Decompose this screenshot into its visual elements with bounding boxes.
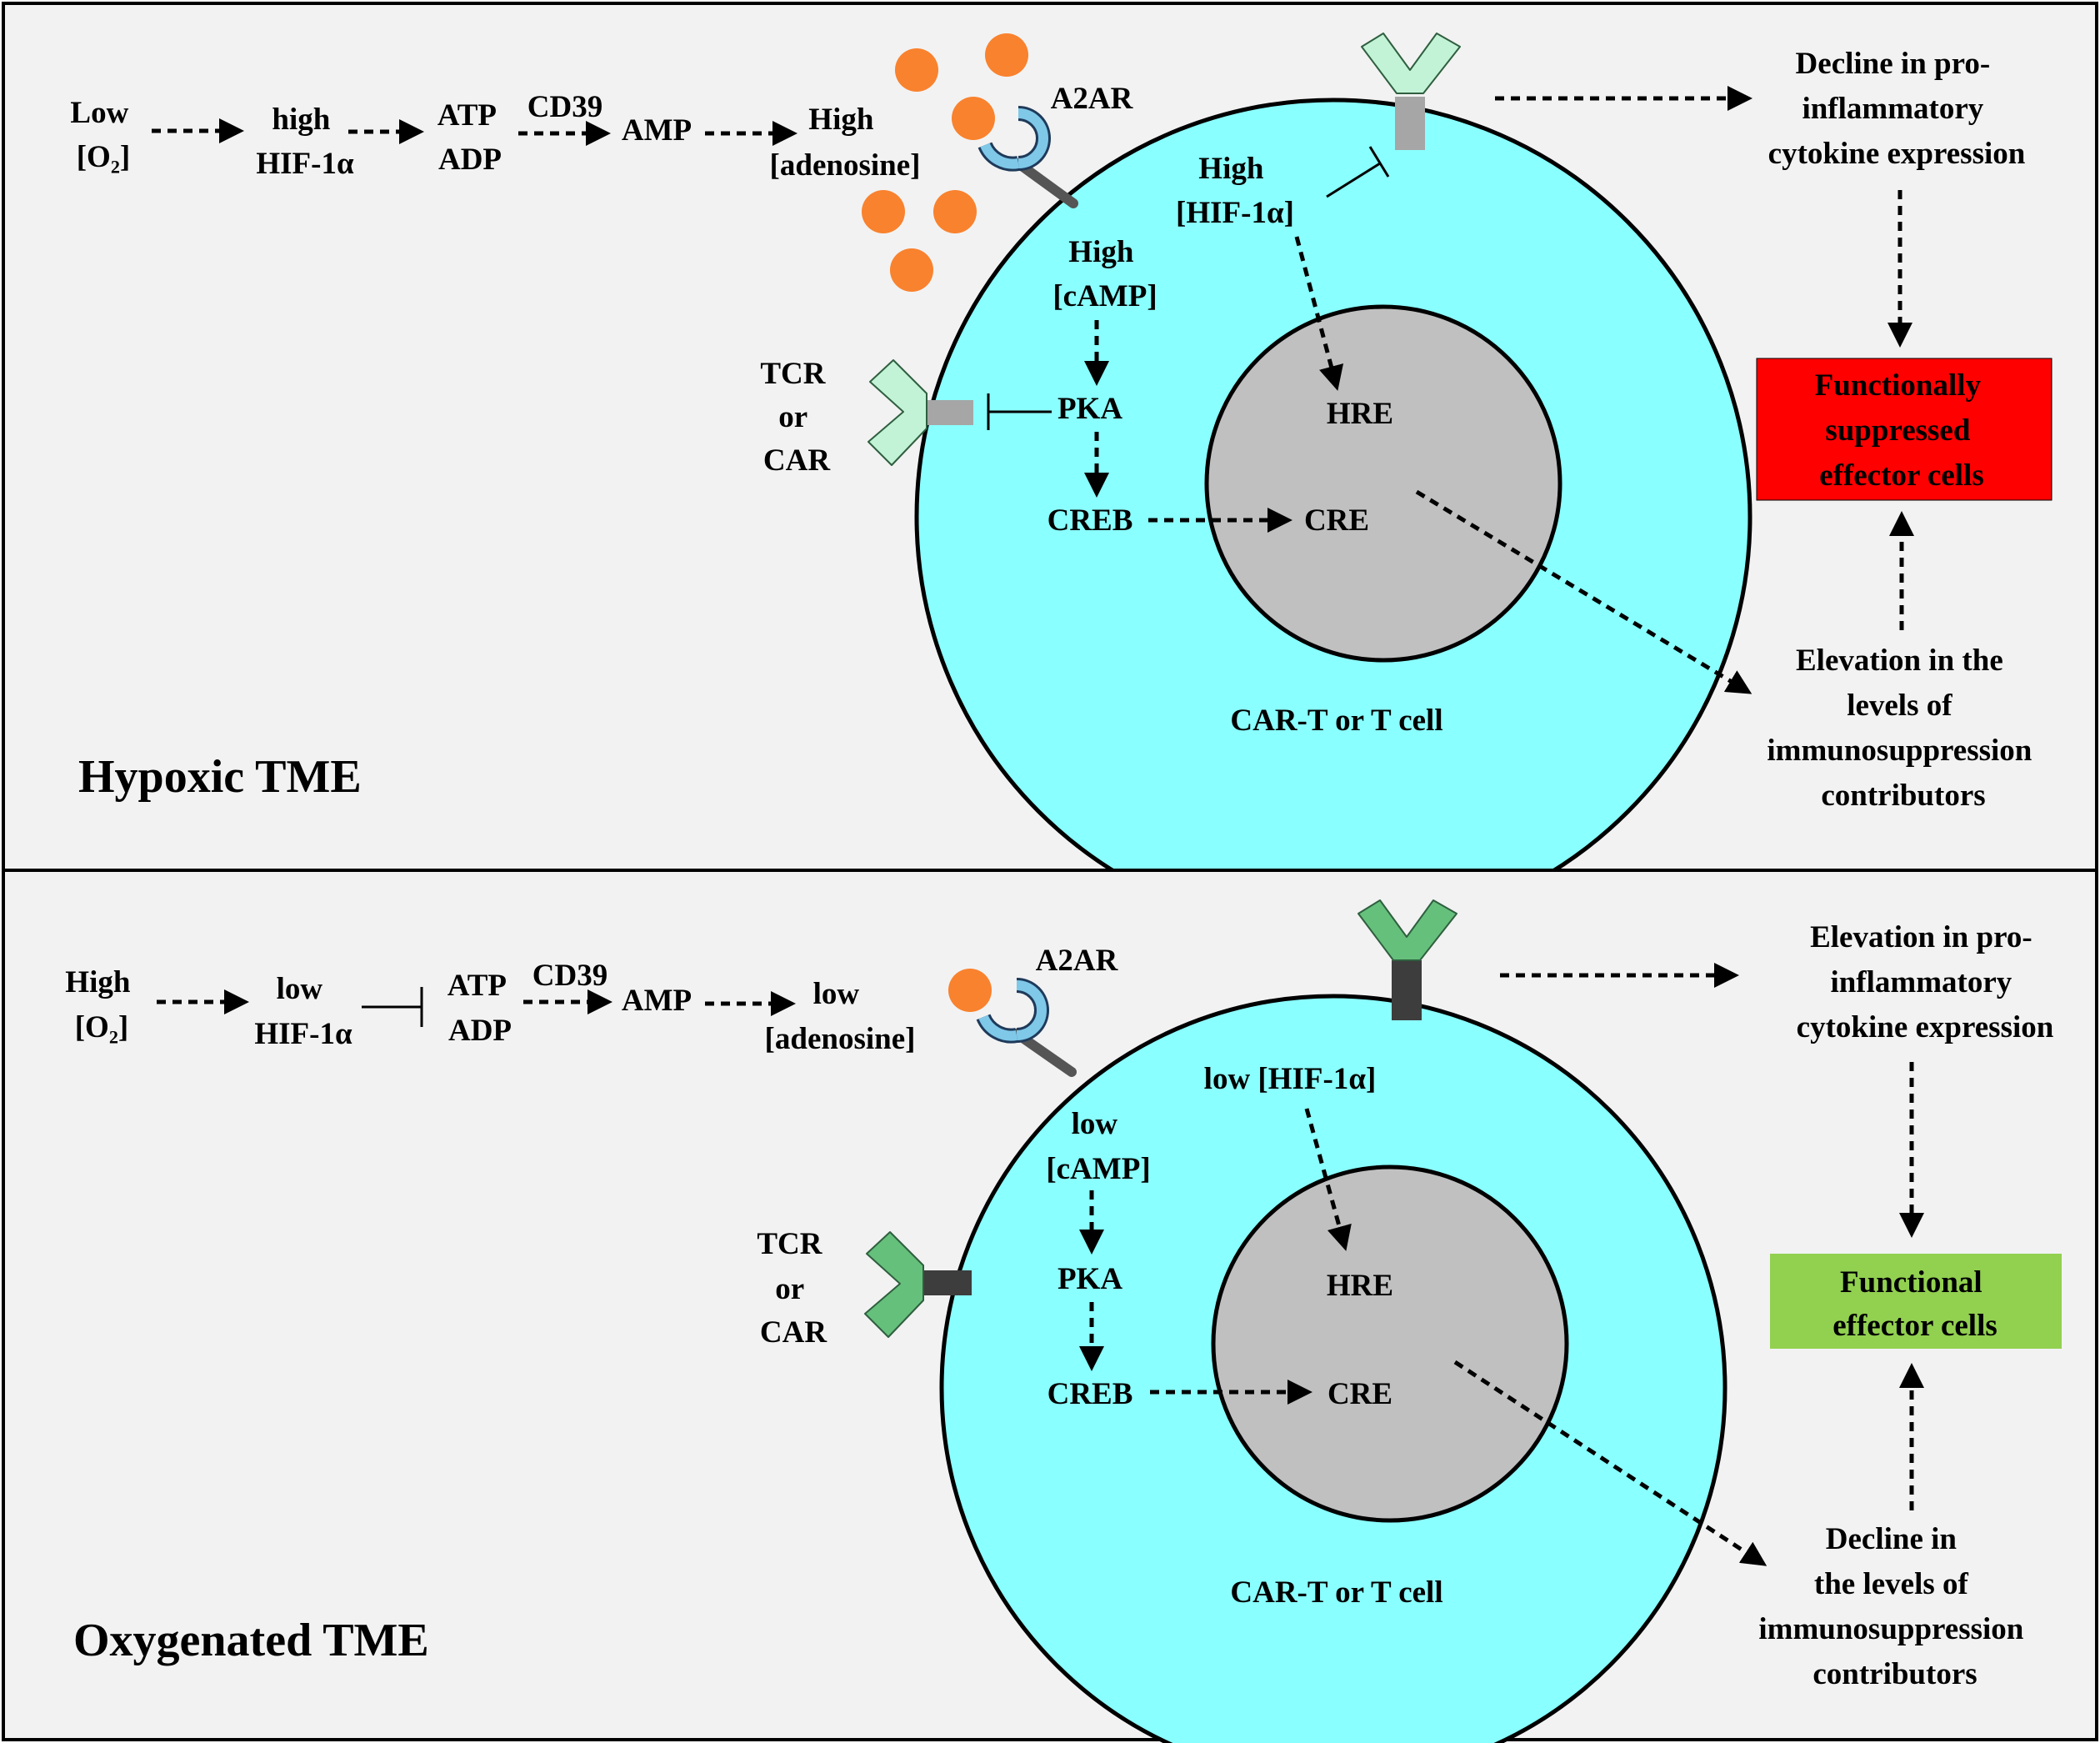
adenosine-molecule-icon: [933, 190, 977, 233]
y-shaped-receptor-icon: [1361, 33, 1461, 150]
oxy-result-label: Functional effector cells: [1832, 1265, 1998, 1343]
adenosine-molecule-icon: [952, 97, 995, 140]
oxy-hif-label: low HIF-1α: [254, 972, 352, 1051]
adenosine-molecule-icon: [862, 190, 905, 233]
hyp-adenosine-label: High [adenosine]: [770, 103, 921, 183]
y-shaped-receptor-icon: [864, 1231, 972, 1338]
hypoxic-panel: Low [O₂] high HIF-1α ATP ADP CD39 AMP Hi…: [2, 2, 2098, 936]
oxy-adenosine-label: low [adenosine]: [765, 977, 916, 1056]
oxy-hre-label: HRE: [1327, 1269, 1393, 1303]
adenosine-molecule-icon: [948, 969, 992, 1012]
hyp-hif-inhibit-stem: [1326, 162, 1381, 198]
hyp-result-label: Functionally suppressed effector cells: [1815, 368, 1989, 493]
hyp-nucleus: [1204, 304, 1562, 663]
hyp-camp-label: High [cAMP]: [1052, 235, 1157, 313]
hyp-creb-label: CREB: [1048, 503, 1133, 538]
oxy-panel-title: Oxygenated TME: [73, 1615, 429, 1666]
oxy-cell-label: CAR-T or T cell: [1230, 1575, 1442, 1610]
a2ar-receptor-icon: [978, 106, 1078, 208]
a2ar-receptor-icon: [976, 978, 1077, 1077]
adenosine-molecule-icon: [895, 48, 938, 92]
y-shaped-receptor-icon: [1358, 899, 1458, 1020]
oxy-o2-label: High [O₂]: [65, 965, 138, 1044]
oxy-hif-inner-label: low [HIF-1α]: [1204, 1062, 1377, 1096]
hyp-tcr-label: TCR or CAR: [760, 357, 832, 478]
hyp-cell-label: CAR-T or T cell: [1230, 704, 1442, 738]
hyp-o2-label: Low [O₂]: [70, 96, 136, 174]
oxy-a2ar-label: A2AR: [1036, 944, 1119, 978]
oxy-cd39-label: CD39: [532, 959, 608, 993]
hyp-pka-label: PKA: [1058, 392, 1122, 426]
hyp-cre-label: CRE: [1304, 503, 1369, 538]
hyp-result-box: [1756, 358, 2052, 501]
oxy-camp-label: low [cAMP]: [1046, 1107, 1150, 1186]
oxy-arrow-cre-immuno: [1453, 1360, 1768, 1566]
oxy-result-box: [1770, 1254, 2062, 1349]
hyp-amp-label: AMP: [622, 113, 692, 148]
oxy-arrow-hif-hre: [1304, 1108, 1352, 1251]
hyp-arrow-hif-hre: [1294, 236, 1344, 391]
adenosine-molecule-icon: [985, 33, 1028, 77]
hyp-arrow-cre-immuno: [1415, 489, 1752, 694]
y-shaped-receptor-icon: [868, 359, 973, 466]
hyp-atp-adp-label: ATP ADP: [438, 98, 502, 177]
oxy-cre-label: CRE: [1328, 1377, 1392, 1411]
oxy-nucleus: [1211, 1165, 1569, 1523]
hyp-hre-label: HRE: [1327, 397, 1393, 431]
oxy-immuno-label: Decline in the levels of immunosuppressi…: [1758, 1522, 2031, 1691]
adenosine-molecule-icon: [890, 248, 933, 292]
hyp-cd39-label: CD39: [528, 90, 602, 124]
hyp-a2ar-label: A2AR: [1051, 82, 1134, 116]
oxygenated-panel: High [O₂] low HIF-1α ATP ADP CD39 AMP lo…: [2, 869, 2098, 1743]
oxy-creb-label: CREB: [1048, 1377, 1133, 1411]
oxy-atp-adp-label: ATP ADP: [448, 969, 512, 1048]
hyp-hif-label: high HIF-1α: [256, 103, 354, 181]
oxy-pka-label: PKA: [1058, 1262, 1122, 1296]
hyp-cytokine-label: Decline in pro- inflammatory cytokine ex…: [1768, 47, 2026, 171]
oxy-cytokine-label: Elevation in pro- inflammatory cytokine …: [1797, 920, 2054, 1044]
hyp-hif-inhibit-bar: [1368, 146, 1390, 178]
oxy-amp-label: AMP: [622, 984, 692, 1018]
oxy-tcr-label: TCR or CAR: [757, 1227, 829, 1350]
hyp-hif-inner-label: High [HIF-1α]: [1176, 152, 1294, 230]
hyp-panel-title: Hypoxic TME: [78, 751, 362, 803]
hyp-immuno-label: Elevation in the levels of immunosuppres…: [1767, 644, 2039, 813]
